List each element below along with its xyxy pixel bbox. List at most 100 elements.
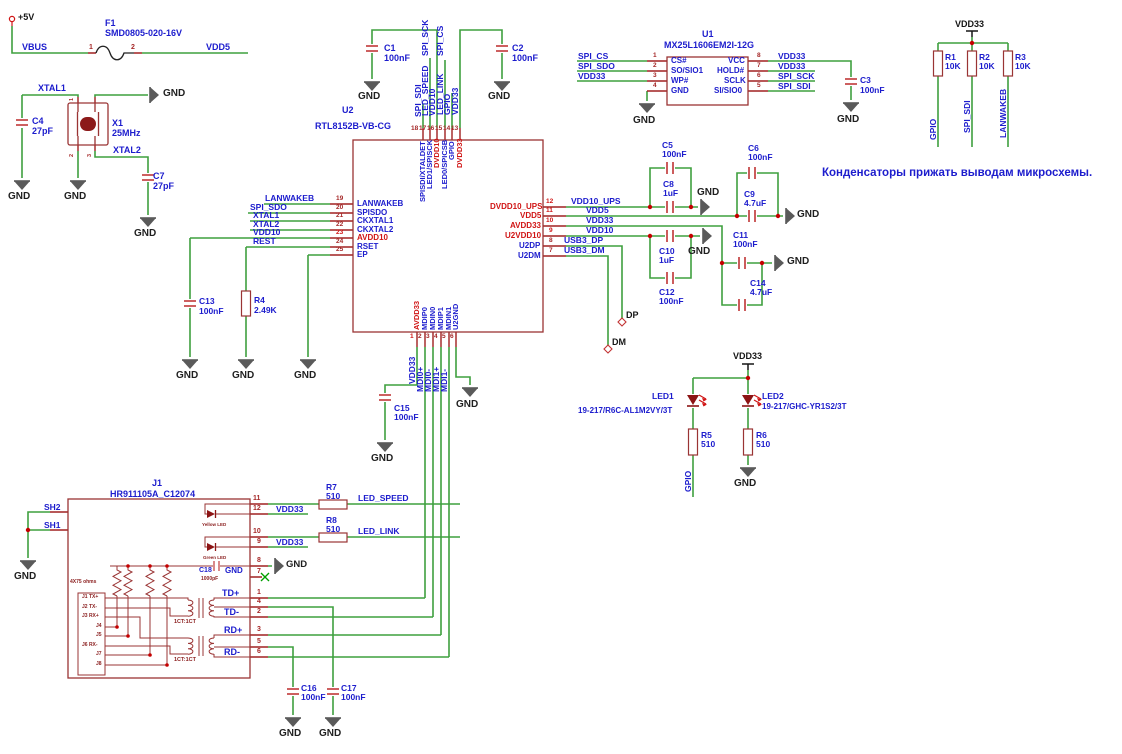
r1-value: 10K (945, 61, 961, 71)
u2-pin-4: 4 (434, 333, 438, 340)
j1-inner-j7: J7 (96, 651, 102, 657)
led1-value: 19-217/R6C-AL1M2VY/3T (578, 406, 673, 415)
c6-ref: C6 (748, 143, 759, 153)
gnd-c15: GND (371, 453, 394, 464)
gnd-c16: GND (279, 728, 302, 739)
gnd-ep: GND (294, 370, 317, 381)
u2-pin-19: 19 (336, 195, 344, 202)
c10-ref: C10 (659, 246, 675, 256)
u2-name-dvdd10ups: DVDD10_UPS (490, 202, 543, 211)
u2-pin-5: 5 (442, 333, 446, 340)
u2-name-u2dp: U2DP (519, 241, 541, 250)
c9-value: 4.7uF (744, 198, 767, 208)
net-vdd33-u1hold: VDD33 (778, 61, 806, 71)
gnd-x1: GND (64, 191, 87, 202)
x1-pin-2: 2 (69, 153, 75, 157)
x1-ref: X1 (112, 118, 124, 128)
c2-ref: C2 (512, 43, 524, 53)
led1-ref: LED1 (652, 391, 674, 401)
net-rd-n: RD- (224, 647, 240, 657)
net-xtal1-u2: XTAL1 (253, 210, 280, 220)
x1-value: 25MHz (112, 128, 141, 138)
j1-xfmr1: 1CT:1CT (174, 619, 197, 625)
j1-body (67, 498, 251, 679)
u1-pin-8: 8 (757, 52, 761, 59)
j1-pin-7: 7 (257, 568, 261, 575)
net-rd-p: RD+ (224, 625, 243, 635)
gnd-row12: GND (697, 187, 720, 198)
vdd33-r-symbol (966, 30, 978, 37)
u2-pin-13: 13 (451, 125, 459, 132)
led1-symbol (687, 394, 707, 407)
c7-ref: C7 (153, 171, 165, 181)
net-sh1: SH1 (44, 520, 61, 530)
j1-res-network: 4X75 ohms (70, 579, 97, 585)
led2-symbol (742, 394, 762, 407)
junction-dots (25, 40, 975, 667)
gnd-c7: GND (134, 228, 157, 239)
j1-led-diodes (207, 510, 217, 551)
u2-name-avdd33: AVDD33 (510, 221, 541, 230)
gnd-u1: GND (633, 115, 656, 126)
j1-inner-j8: J8 (96, 661, 102, 667)
noconnect-x (260, 572, 270, 582)
gnd-c4: GND (8, 191, 31, 202)
u1-body (666, 56, 749, 106)
r8-ref: R8 (326, 515, 337, 525)
u2-pin-18: 18 (411, 125, 419, 132)
u2-pin-21: 21 (336, 212, 344, 219)
net-spi-cs-u1: SPI_CS (578, 51, 609, 61)
j1-pin-10: 10 (253, 528, 261, 535)
u2-pin-12: 12 (546, 198, 554, 205)
j1-value: HR911105A_C12074 (110, 489, 196, 499)
gnd-r6: GND (734, 478, 757, 489)
power-vdd33-r: VDD33 (955, 19, 985, 29)
u2-pin-6: 6 (450, 333, 454, 340)
pin-stubs (50, 52, 768, 658)
net-vdd10-ups: VDD10_UPS (571, 196, 621, 206)
r4-value: 2.49K (254, 305, 277, 315)
power-vdd33-led: VDD33 (733, 351, 763, 361)
j1-inner-j5: J5 (96, 632, 102, 638)
u1-ref: U1 (702, 29, 714, 39)
u2-name-vdd5: VDD5 (520, 211, 542, 220)
j1-pin-9: 9 (257, 538, 261, 545)
j1-inner-plug (77, 592, 106, 676)
u2-name-ckxtal2: CKXTAL2 (357, 225, 394, 234)
net-xtal2: XTAL2 (113, 145, 141, 155)
j1-pin-4: 4 (257, 598, 261, 605)
r7-ref: R7 (326, 482, 337, 492)
j1-green-led: Green LED (203, 555, 227, 560)
gnd-row10: GND (787, 256, 810, 267)
j1-inner-rx-n: J6 RX- (82, 642, 98, 648)
u2-pin-23: 23 (336, 229, 344, 236)
net-usb3-dp: USB3_DP (564, 235, 604, 245)
gnd-c1: GND (358, 91, 381, 102)
net-lanwakeb: LANWAKEB (265, 193, 315, 203)
net-spi-sck-u2: SPI_SCK (420, 19, 430, 56)
fuse-pin-1: 1 (89, 44, 93, 51)
u1-pin-5: 5 (757, 82, 761, 89)
x1-pin-3: 3 (87, 153, 93, 157)
u2-pin-11: 11 (546, 207, 553, 214)
x1-body (67, 102, 109, 146)
c6-value: 100nF (748, 152, 773, 162)
u2-pin-17: 17 (419, 125, 427, 132)
u1-name-vcc: VCC (728, 56, 745, 65)
net-td-p: TD+ (222, 588, 240, 598)
net-sh2: SH2 (44, 502, 61, 512)
fuse-ref: F1 (105, 18, 116, 28)
gnd-r4: GND (232, 370, 255, 381)
j1-inner-tx-n: J2 TX- (82, 604, 98, 610)
net-spi-sdo: SPI_SDO (250, 202, 287, 212)
r3-value: 10K (1015, 61, 1031, 71)
net-td-n: TD- (224, 607, 239, 617)
led2-ref: LED2 (762, 391, 784, 401)
u2-pin-20: 20 (336, 204, 344, 211)
power-symbols (8, 15, 978, 370)
net-usb3-dm: USB3_DM (564, 245, 605, 255)
net-spi-sck-u1: SPI_SCK (778, 71, 815, 81)
